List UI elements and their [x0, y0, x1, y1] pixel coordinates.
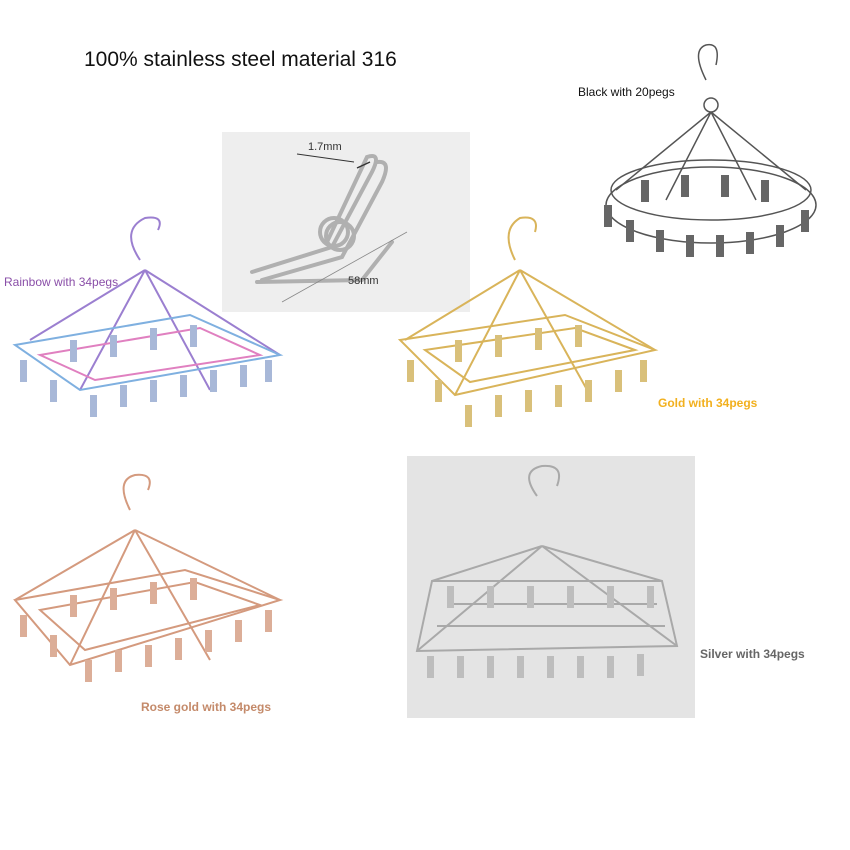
clip-illustration: 1.7mm 58mm	[250, 141, 408, 303]
clip-length-label: 58mm	[348, 275, 379, 287]
page-title: 100% stainless steel material 316	[84, 48, 397, 71]
rainbow-hanger-label: Rainbow with 34pegs	[4, 275, 119, 289]
gold-hanger-label: Gold with 34pegs	[658, 396, 758, 410]
clip-closeup-photo: 1.7mm 58mm	[222, 132, 470, 312]
rainbow-hanger-image	[12, 216, 284, 417]
silver-hanger-image	[415, 464, 679, 678]
rose-gold-hanger-image	[13, 473, 284, 682]
gold-hanger-image	[397, 216, 659, 427]
black-hanger-label: Black with 20pegs	[578, 85, 675, 99]
silver-hanger-label: Silver with 34pegs	[700, 647, 805, 661]
clip-thickness-label: 1.7mm	[308, 141, 342, 153]
silver-hanger-photo	[407, 456, 695, 718]
black-hanger-image	[604, 43, 817, 257]
rose-gold-hanger-label: Rose gold with 34pegs	[141, 700, 272, 714]
